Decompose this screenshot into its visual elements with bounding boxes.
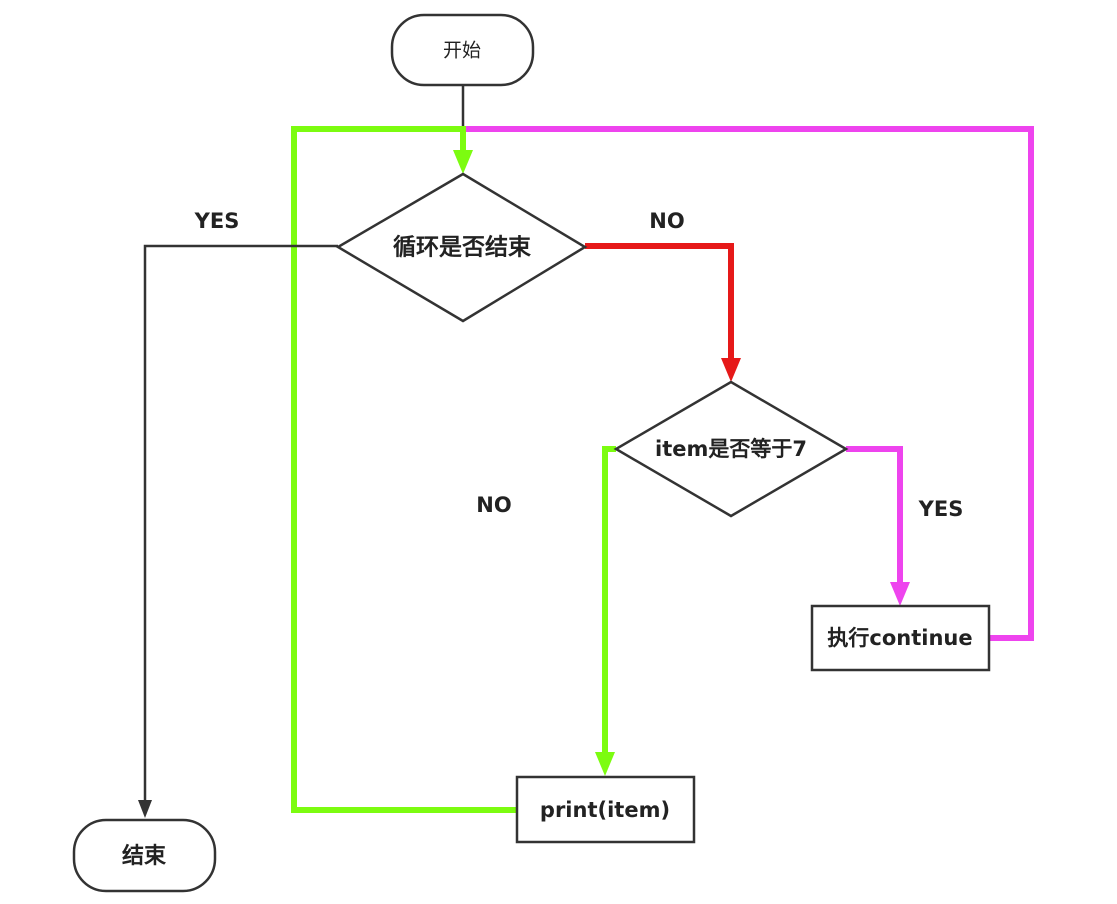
continue-label: 执行continue bbox=[827, 626, 972, 650]
loop-end-check-label: 循环是否结束 bbox=[393, 234, 532, 261]
item-yes-edge bbox=[846, 446, 903, 592]
item-no-label: NO bbox=[476, 493, 511, 517]
print-node: print(item) bbox=[515, 775, 696, 844]
loop-no-edge bbox=[585, 243, 734, 368]
loop-yes-arrowhead bbox=[138, 800, 152, 818]
item-decision: item是否等于7 bbox=[613, 380, 849, 518]
item-yes-label: YES bbox=[918, 497, 964, 521]
start-node: 开始 bbox=[390, 13, 535, 87]
print-back-edge bbox=[291, 126, 517, 813]
start-label: 开始 bbox=[443, 40, 481, 62]
print-label: print(item) bbox=[540, 798, 670, 822]
loop-no-label: NO bbox=[649, 209, 684, 233]
item-no-edge bbox=[602, 446, 616, 762]
item-yes-arrowhead bbox=[890, 582, 910, 606]
end-label: 结束 bbox=[122, 843, 167, 869]
loop-yes-edge bbox=[143, 244, 338, 808]
loop-entry-arrowhead bbox=[453, 150, 473, 174]
item-no-arrowhead bbox=[595, 752, 615, 776]
continue-node: 执行continue bbox=[810, 604, 991, 672]
item-check-label: item是否等于7 bbox=[655, 437, 807, 461]
end-node: 结束 bbox=[72, 818, 217, 893]
loop-end-decision: 循环是否结束 bbox=[335, 172, 588, 323]
loop-no-arrowhead bbox=[721, 358, 741, 382]
continue-back-edge bbox=[463, 126, 1034, 641]
loop-yes-label: YES bbox=[194, 209, 240, 233]
